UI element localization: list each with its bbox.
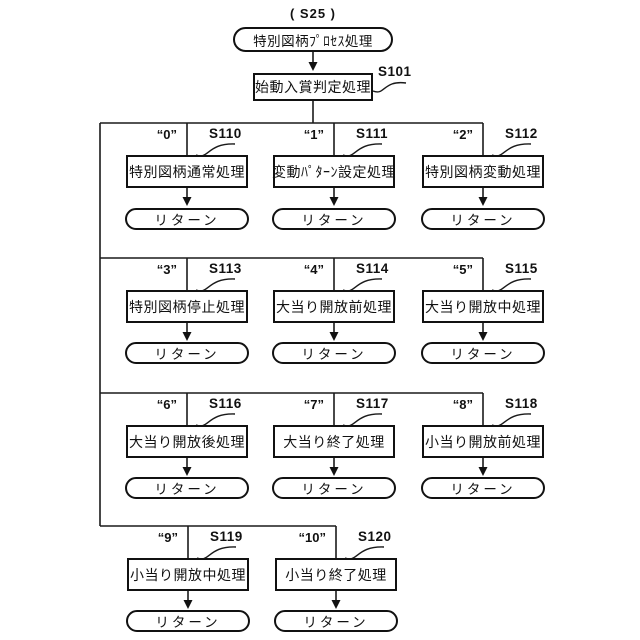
return-terminal-10: リターン [274, 610, 398, 632]
process-box-s113: 特別図柄停止処理 [126, 290, 248, 323]
branch-case-9: “9” [157, 530, 178, 545]
branch-case-6: “6” [156, 397, 177, 412]
return-terminal-1: リターン [272, 208, 396, 230]
figure-reference: ( S25 ) [289, 6, 336, 21]
return-terminal-9: リターン [126, 610, 250, 632]
step-label-s118: S118 [505, 396, 538, 411]
return-terminal-7: リターン [272, 477, 396, 499]
step-label-s120: S120 [358, 529, 392, 544]
return-terminal-0: リターン [125, 208, 249, 230]
return-terminal-2: リターン [421, 208, 545, 230]
step-label-s111: S111 [356, 126, 389, 141]
step-label-s110: S110 [209, 126, 242, 141]
process-box-s119: 小当り開放中処理 [127, 558, 249, 591]
branch-case-7: “7” [303, 397, 324, 412]
return-terminal-5: リターン [421, 342, 545, 364]
process-box-s118: 小当り開放前処理 [422, 425, 544, 458]
start-terminal: 特別図柄ﾌﾟﾛｾｽ処理 [233, 27, 393, 52]
branch-case-10: “10” [298, 530, 326, 545]
process-box-s111: 変動ﾊﾟﾀｰﾝ設定処理 [272, 155, 396, 188]
step-label-s112: S112 [505, 126, 538, 141]
branch-case-0: “0” [156, 127, 177, 142]
return-terminal-3: リターン [125, 342, 249, 364]
process-box-s120: 小当り終了処理 [275, 558, 397, 591]
branch-case-3: “3” [156, 262, 177, 277]
process-box-s101: 始動入賞判定処理 [253, 73, 373, 101]
return-terminal-6: リターン [125, 477, 249, 499]
process-box-s112: 特別図柄変動処理 [422, 155, 544, 188]
branch-case-5: “5” [452, 262, 473, 277]
branch-case-2: “2” [452, 127, 473, 142]
process-box-s115: 大当り開放中処理 [422, 290, 544, 323]
branch-case-4: “4” [303, 262, 324, 277]
return-terminal-4: リターン [272, 342, 396, 364]
process-box-s116: 大当り開放後処理 [126, 425, 248, 458]
branch-case-1: “1” [303, 127, 324, 142]
step-label-s114: S114 [356, 261, 389, 276]
process-box-s110: 特別図柄通常処理 [126, 155, 248, 188]
step-label-s101: S101 [378, 64, 412, 79]
step-label-s115: S115 [505, 261, 538, 276]
process-box-s117: 大当り終了処理 [273, 425, 395, 458]
step-label-s113: S113 [209, 261, 242, 276]
step-label-s119: S119 [210, 529, 243, 544]
step-label-s116: S116 [209, 396, 242, 411]
return-terminal-8: リターン [421, 477, 545, 499]
process-box-s114: 大当り開放前処理 [273, 290, 395, 323]
step-label-s117: S117 [356, 396, 389, 411]
branch-case-8: “8” [452, 397, 473, 412]
